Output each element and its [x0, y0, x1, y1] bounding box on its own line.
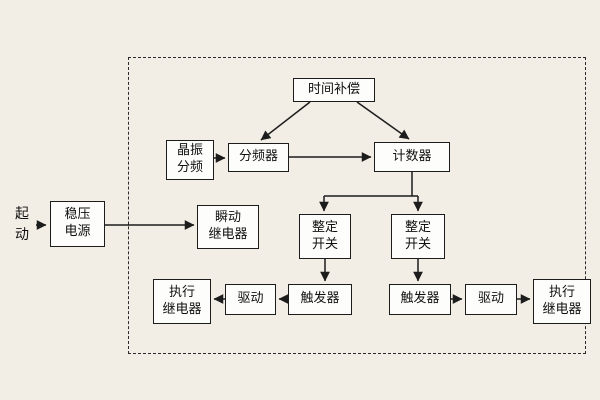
- drive-left-label: 驱动: [237, 291, 264, 307]
- trigger-left-box: 触发器: [288, 284, 352, 315]
- start-label-line2: 动: [15, 227, 29, 243]
- setting-switch-right-label-line1: 整定: [404, 219, 431, 235]
- crystal-divider-label-line2: 分频: [176, 160, 203, 175]
- crystal-divider-box: 晶振 分频: [166, 140, 214, 180]
- instant-relay-box: 瞬动 继电器: [197, 205, 259, 249]
- exec-relay-right-box: 执行 继电器: [533, 279, 591, 324]
- exec-relay-right-label-line1: 执行: [548, 284, 575, 300]
- setting-switch-right-box: 整定 开关: [391, 214, 445, 259]
- power-supply-label-line1: 稳压: [64, 207, 91, 223]
- setting-switch-right-label-line2: 开关: [404, 236, 431, 252]
- frequency-divider-label: 分频器: [238, 149, 278, 165]
- setting-switch-left-box: 整定 开关: [299, 214, 351, 259]
- exec-relay-left-label-line1: 执行: [168, 284, 195, 300]
- time-compensation-label: 时间补偿: [307, 81, 360, 97]
- exec-relay-left-label-line2: 继电器: [162, 301, 202, 317]
- trigger-right-box: 触发器: [389, 284, 451, 315]
- start-label: 起 动: [8, 202, 36, 248]
- drive-right-box: 驱动: [465, 284, 517, 315]
- counter-box: 计数器: [374, 142, 450, 172]
- instant-relay-label-line2: 继电器: [208, 227, 248, 242]
- counter-label: 计数器: [392, 148, 432, 164]
- trigger-right-label: 触发器: [400, 291, 440, 307]
- start-label-line1: 起: [15, 206, 29, 222]
- device-boundary-dashed-box: [128, 57, 586, 354]
- drive-right-label: 驱动: [477, 291, 504, 307]
- setting-switch-left-label-line2: 开关: [311, 236, 338, 252]
- drive-left-box: 驱动: [225, 284, 276, 315]
- crystal-divider-label-line1: 晶振: [176, 143, 203, 159]
- exec-relay-right-label-line2: 继电器: [542, 301, 582, 317]
- instant-relay-label-line1: 瞬动: [214, 210, 241, 226]
- time-compensation-box: 时间补偿: [293, 78, 375, 102]
- trigger-left-label: 触发器: [300, 291, 340, 307]
- power-supply-box: 稳压 电源: [50, 201, 105, 247]
- setting-switch-left-label-line1: 整定: [311, 219, 338, 235]
- power-supply-label-line2: 电源: [64, 224, 91, 239]
- exec-relay-left-box: 执行 继电器: [153, 279, 211, 324]
- frequency-divider-box: 分频器: [228, 143, 289, 172]
